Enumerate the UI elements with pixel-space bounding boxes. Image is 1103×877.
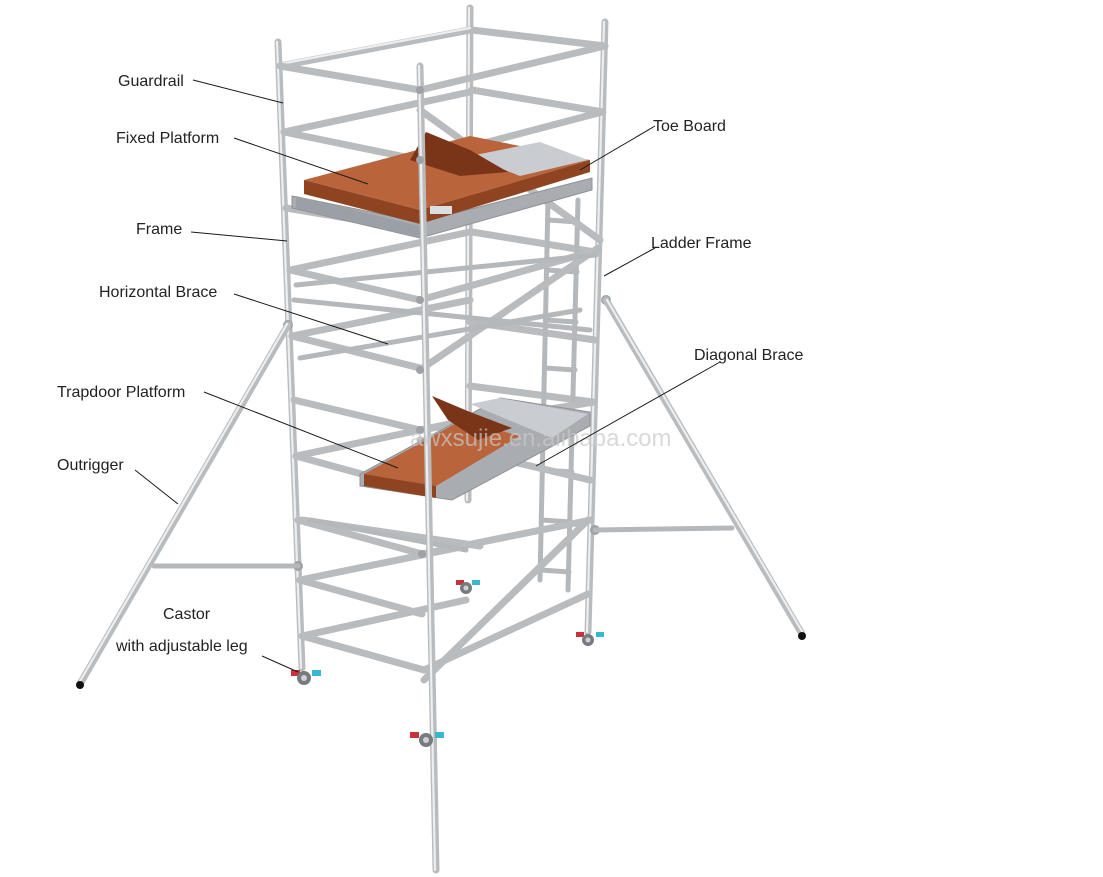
- castor-leader: [261, 655, 299, 673]
- castor-front-left: [291, 670, 321, 685]
- horizontal-braces: [291, 252, 599, 553]
- label-guardrail: Guardrail: [118, 73, 184, 90]
- trapdoor-platform-leader: [203, 391, 399, 469]
- fixed-platform-leader: [233, 137, 369, 185]
- castor-back-left: [456, 580, 480, 594]
- label-outrigger: Outrigger: [57, 457, 124, 474]
- label-frame: Frame: [136, 221, 182, 238]
- frame-leader: [190, 231, 288, 242]
- fixed-platform: [291, 132, 593, 239]
- scaffold-tower: awxsujie.en.alibaba.com: [76, 4, 806, 874]
- horizontal-brace-leader: [233, 293, 389, 345]
- diagonal-brace-leader: [535, 361, 721, 467]
- callouts: Guardrail Fixed Platform Toe Board Frame…: [57, 73, 804, 673]
- label-toe-board: Toe Board: [653, 118, 726, 135]
- outrigger-leader: [134, 469, 179, 505]
- toe-board-leader: [579, 125, 656, 171]
- right-outrigger-foot: [798, 632, 806, 640]
- front-right-post: [416, 62, 440, 874]
- label-ladder-frame: Ladder Frame: [651, 235, 752, 252]
- trapdoor-platform: [359, 396, 591, 501]
- label-diagonal-brace: Diagonal Brace: [694, 347, 804, 364]
- label-castor-adjustable-leg: with adjustable leg: [115, 638, 248, 655]
- label-fixed-platform: Fixed Platform: [116, 130, 219, 147]
- left-frame: [274, 26, 474, 672]
- castors: [291, 580, 604, 747]
- ladder-frame-leader: [603, 247, 656, 277]
- watermark: awxsujie.en.alibaba.com: [410, 425, 671, 452]
- label-castor: Castor: [163, 606, 211, 623]
- castor-front-right: [410, 732, 444, 747]
- front-frame: [276, 62, 428, 674]
- outriggers: [76, 296, 806, 689]
- label-trapdoor-platform: Trapdoor Platform: [57, 384, 185, 401]
- label-horizontal-brace: Horizontal Brace: [99, 284, 217, 301]
- castor-back-right: [576, 632, 604, 646]
- guardrail-leader: [192, 79, 284, 104]
- left-outrigger-foot: [76, 681, 84, 689]
